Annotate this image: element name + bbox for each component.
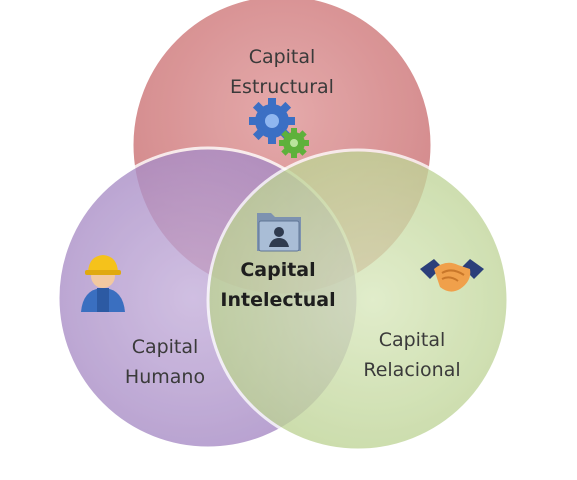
- gears-icon: [249, 98, 309, 158]
- worker-icon: [81, 255, 125, 312]
- label-intelectual-line2: Intelectual: [220, 289, 336, 311]
- label-capital-intelectual: Capital Intelectual: [213, 255, 343, 315]
- handshake-icon: [420, 259, 484, 292]
- label-capital-humano: Capital Humano: [105, 332, 225, 392]
- label-estructural-line2: Estructural: [230, 76, 334, 98]
- label-intelectual-line1: Capital: [240, 259, 316, 281]
- folder-user-icon: [257, 213, 301, 252]
- label-relacional-line1: Capital: [378, 329, 446, 351]
- label-estructural-line1: Capital: [248, 46, 316, 68]
- label-humano-line2: Humano: [124, 366, 206, 388]
- label-capital-estructural: Capital Estructural: [207, 42, 357, 102]
- label-capital-relacional: Capital Relacional: [352, 325, 472, 385]
- label-humano-line1: Capital: [131, 336, 199, 358]
- label-relacional-line2: Relacional: [363, 359, 461, 381]
